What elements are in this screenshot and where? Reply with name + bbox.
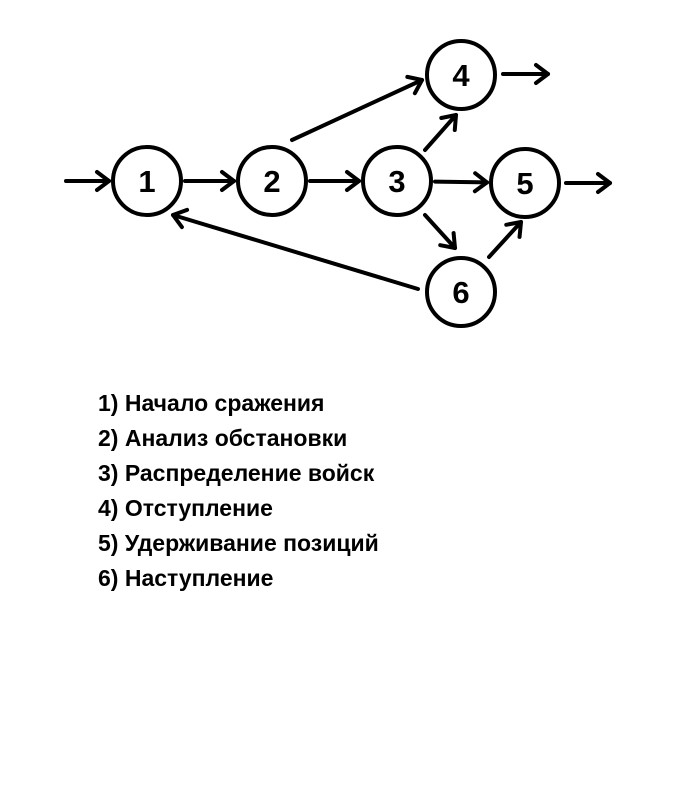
edge-3-to-4 <box>423 113 458 152</box>
legend-item-5: 5) Удерживание позиций <box>98 530 379 556</box>
edge-3-to-5-line <box>432 179 490 185</box>
node-3: 3 <box>361 145 433 217</box>
node-label: 1 <box>138 164 155 199</box>
edge-6-to-5 <box>487 220 523 259</box>
state-diagram: 1 2 3 4 5 6 <box>64 39 612 328</box>
node-4: 4 <box>425 39 497 111</box>
arrowhead-icon <box>345 170 361 192</box>
edge-1-to-2 <box>183 170 236 192</box>
legend-item-2: 2) Анализ обстановки <box>98 425 348 451</box>
nodes-layer: 1 2 3 4 5 6 <box>111 39 561 328</box>
arrowhead-icon <box>596 172 612 194</box>
arrowhead-icon <box>534 63 550 85</box>
edge-entry-to-1 <box>64 170 111 192</box>
node-2: 2 <box>236 145 308 217</box>
arrowhead-icon <box>504 220 523 239</box>
node-label: 3 <box>388 164 405 199</box>
edge-6-to-1 <box>171 207 420 291</box>
node-circle <box>489 147 561 219</box>
edge-6-to-1-line <box>171 213 420 291</box>
legend-item-3: 3) Распределение войск <box>98 460 375 486</box>
arrowhead-icon <box>472 171 490 194</box>
node-label: 4 <box>452 58 470 93</box>
edge-2-to-4 <box>290 74 424 142</box>
edge-3-to-4-line <box>423 113 458 152</box>
edge-5-to-exit <box>564 172 612 194</box>
node-label: 2 <box>263 164 280 199</box>
arrowhead-icon <box>95 170 111 192</box>
edges-layer <box>64 63 612 291</box>
node-label: 5 <box>516 166 533 201</box>
edge-3-to-5 <box>432 171 490 194</box>
node-6: 6 <box>425 256 497 328</box>
edge-6-to-5-line <box>487 220 523 259</box>
edge-3-to-6 <box>423 213 457 250</box>
node-circle <box>111 145 183 217</box>
edge-2-to-4-line <box>290 78 424 142</box>
edge-2-to-3 <box>308 170 361 192</box>
node-5: 5 <box>489 147 561 219</box>
arrowhead-icon <box>171 207 190 230</box>
legend-item-6: 6) Наступление <box>98 565 274 591</box>
arrowhead-icon <box>439 113 458 132</box>
node-circle <box>236 145 308 217</box>
node-1: 1 <box>111 145 183 217</box>
arrowhead-icon <box>220 170 236 192</box>
arrowhead-icon <box>405 74 424 96</box>
legend-item-1: 1) Начало сражения <box>98 390 325 416</box>
legend-list: 1) Начало сражения 2) Анализ обстановки … <box>98 386 379 596</box>
edge-3-to-6-line <box>423 213 457 250</box>
arrowhead-icon <box>438 231 457 250</box>
legend-item-4: 4) Отступление <box>98 495 273 521</box>
node-circle <box>425 39 497 111</box>
edge-4-to-exit <box>501 63 550 85</box>
node-circle <box>361 145 433 217</box>
node-circle <box>425 256 497 328</box>
node-label: 6 <box>452 275 469 310</box>
